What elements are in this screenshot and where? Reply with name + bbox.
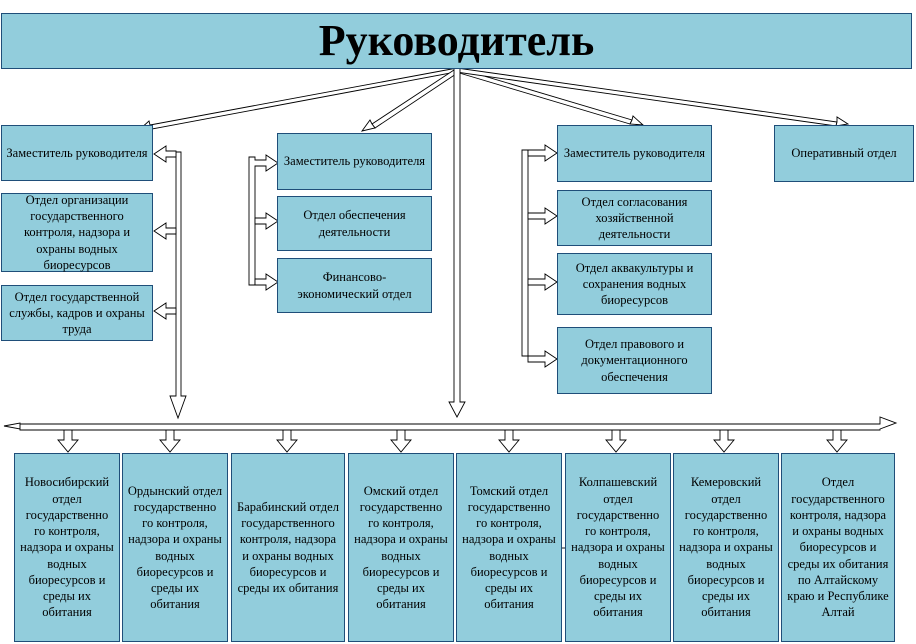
regional-box-omsk: Омский отдел государственно го контроля,…: [348, 453, 454, 642]
bus-drops: [57, 429, 848, 453]
dept-left-2-label: Отдел государственной службы, кадров и о…: [9, 289, 145, 337]
center-branch-connector: [248, 154, 279, 291]
deputy-right-label: Заместитель руководителя: [563, 146, 706, 161]
regional-label: Барабинский отдел государственного контр…: [237, 499, 339, 595]
dept-right-3-box: Отдел правового и документационного обес…: [557, 327, 712, 394]
dept-right-2-label: Отдел аквакультуры и сохранения водных б…: [575, 260, 694, 308]
regional-label: Ордынский отдел государственно го контро…: [127, 483, 223, 612]
deputy-center-box: Заместитель руководителя: [277, 133, 432, 190]
regional-box-altai: Отдел государственного контроля, надзора…: [781, 453, 895, 642]
regional-box-tomsk: Томский отдел государственно го контроля…: [456, 453, 562, 642]
regional-box-kolpashevo: Колпашевский отдел государственно го кон…: [565, 453, 671, 642]
dept-center-1-box: Отдел обеспечения деятельности: [277, 196, 432, 251]
deputy-left-label: Заместитель руководителя: [6, 145, 148, 160]
regional-label: Кемеровский отдел государственно го конт…: [679, 475, 773, 620]
regional-label: Новосибирский отдел государственно го ко…: [20, 475, 114, 620]
bus-arrow: [3, 416, 898, 431]
regional-label: Колпашевский отдел государственно го кон…: [571, 475, 665, 620]
dept-left-1-label: Отдел организации государственного контр…: [23, 192, 131, 272]
operative-label: Оперативный отдел: [791, 146, 897, 161]
dept-center-1-label: Отдел обеспечения деятельности: [303, 208, 406, 239]
regional-box-barabinsk: Барабинский отдел государственного контр…: [231, 453, 345, 642]
operative-box: Оперативный отдел: [774, 125, 914, 182]
dept-right-1-box: Отдел согласования хозяйственной деятель…: [557, 190, 712, 246]
dept-center-2-label: Финансово-экономический отдел: [297, 270, 412, 301]
dept-left-2-box: Отдел государственной службы, кадров и о…: [1, 285, 153, 341]
regional-box-kemerovo: Кемеровский отдел государственно го конт…: [673, 453, 779, 642]
head-title: Руководитель: [318, 16, 595, 66]
deputy-left-box: Заместитель руководителя: [1, 125, 153, 181]
deputy-center-label: Заместитель руководителя: [283, 154, 426, 169]
regional-label: Омский отдел государственно го контроля,…: [354, 483, 448, 612]
left-branch-connector: [153, 145, 187, 420]
regional-box-ordynsk: Ордынский отдел государственно го контро…: [122, 453, 228, 642]
trunk-arrow: [448, 67, 466, 418]
right-branch-connector: [521, 144, 558, 368]
dept-left-1-box: Отдел организации государственного контр…: [1, 193, 153, 272]
dept-right-1-label: Отдел согласования хозяйственной деятель…: [581, 194, 688, 242]
dept-right-2-box: Отдел аквакультуры и сохранения водных б…: [557, 253, 712, 315]
regional-box-novosibirsk: Новосибирский отдел государственно го ко…: [14, 453, 120, 642]
regional-label: Томский отдел государственно го контроля…: [462, 483, 556, 612]
head-box: Руководитель: [1, 13, 912, 69]
dept-center-2-box: Финансово-экономический отдел: [277, 258, 432, 313]
head-to-operative-arrow: [455, 67, 850, 127]
regional-label: Отдел государственного контроля, надзора…: [787, 475, 889, 620]
deputy-right-box: Заместитель руководителя: [557, 125, 712, 182]
dept-right-3-label: Отдел правового и документационного обес…: [581, 337, 688, 384]
head-to-deputy-right-arrow: [455, 67, 645, 126]
